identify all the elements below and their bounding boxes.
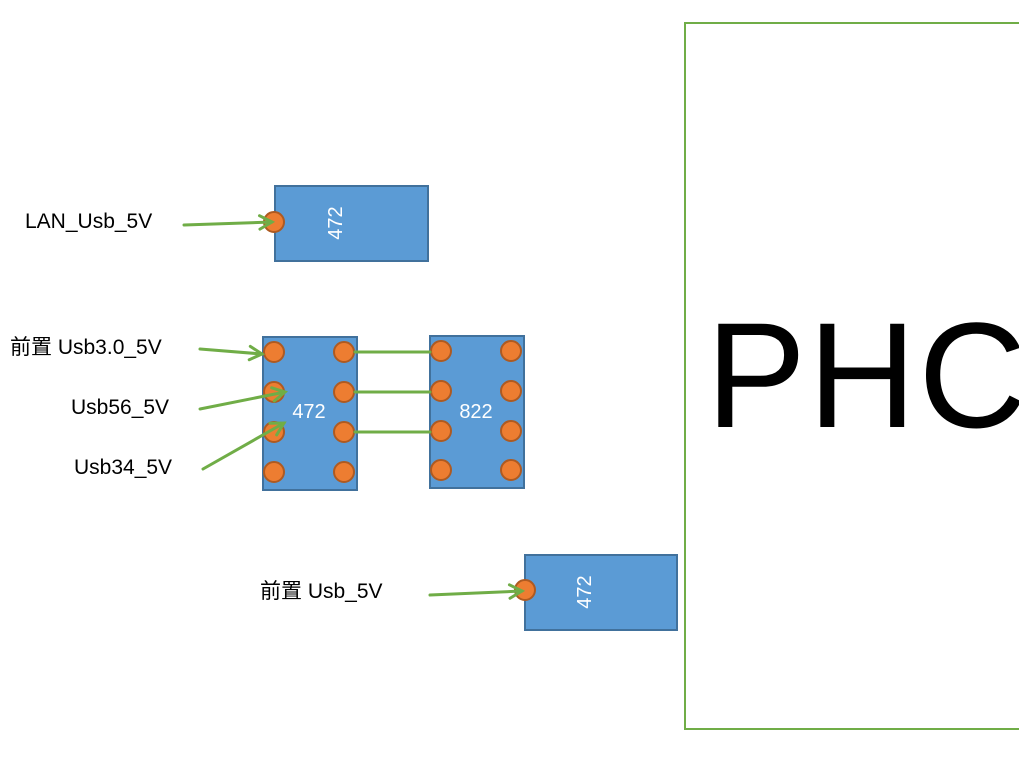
front-usb-arrow [428,589,524,597]
front-usb-5v-label: 前置 Usb_5V [260,580,383,603]
right-array-pin [430,459,452,481]
usb56-5v-label: Usb56_5V [71,396,170,419]
right-array-value: 822 [459,401,493,423]
lan-usb-5v-label: LAN_Usb_5V [25,210,153,233]
right-array-pin [500,420,522,442]
left-array-pin [263,461,285,483]
top-resistor [274,185,429,262]
right-array-pin [500,459,522,481]
right-array-pin [500,380,522,402]
front-usb30-arrow [198,347,264,356]
right-array-pin [430,380,452,402]
usb34-arrow [201,421,286,471]
lan-arrow-head [257,214,276,231]
usb56-arrow-head [270,386,289,403]
front-usb30-arrow-head [247,344,266,362]
right-array-pin [430,340,452,362]
front-usb30-5v-label: 前置 Usb3.0_5V [10,336,162,359]
lan-arrow [182,220,274,227]
front-usb-arrow-head [507,583,526,600]
left-array-pin [263,341,285,363]
usb34-5v-label: Usb34_5V [74,456,173,479]
left-array-pin [333,381,355,403]
left-array-pin [333,461,355,483]
left-array-pin [333,421,355,443]
right-array-pin [500,340,522,362]
right-array-pin [430,420,452,442]
left-array-pin [333,341,355,363]
usb56-arrow [198,390,287,411]
phc-chip-label: PHC [706,291,1019,459]
usb34-arrow-head [268,421,287,437]
phc-chip-box [684,22,1019,730]
left-array-value: 472 [292,401,326,423]
